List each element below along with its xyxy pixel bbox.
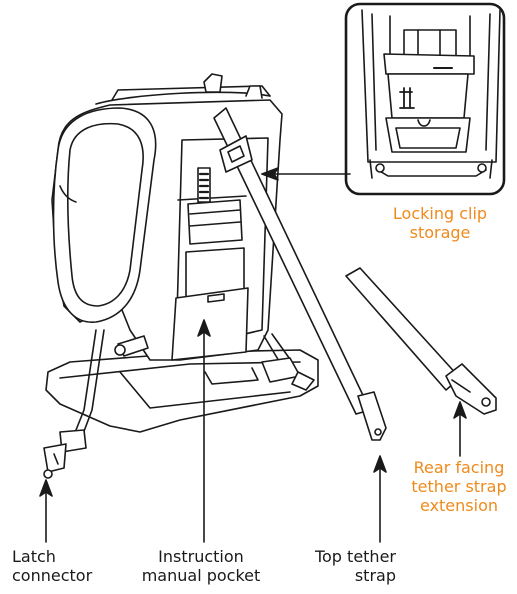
locking-clip-storage-label: Locking clip storage (392, 204, 488, 242)
top-tether-strap-label: Top tether strap (314, 547, 396, 585)
arrow-rear-facing-extension (453, 401, 467, 457)
arrow-instruction-manual-pocket (197, 319, 211, 543)
top-tether-strap (213, 107, 387, 441)
rear-facing-tether-strap-extension-label: Rear facing tether strap extension (411, 458, 507, 515)
arrow-top-tether-strap (373, 455, 387, 543)
arrow-locking-clip (261, 167, 351, 181)
locking-clip-inset (344, 2, 506, 196)
latch-connector-label: Latch connector (12, 547, 93, 585)
rear-facing-tether-strap-extension (345, 267, 497, 415)
arrow-latch-connector (39, 479, 53, 543)
car-seat-illustration (43, 73, 319, 479)
instruction-manual-pocket-label: Instruction manual pocket (141, 547, 261, 585)
callout-arrows (39, 167, 467, 543)
